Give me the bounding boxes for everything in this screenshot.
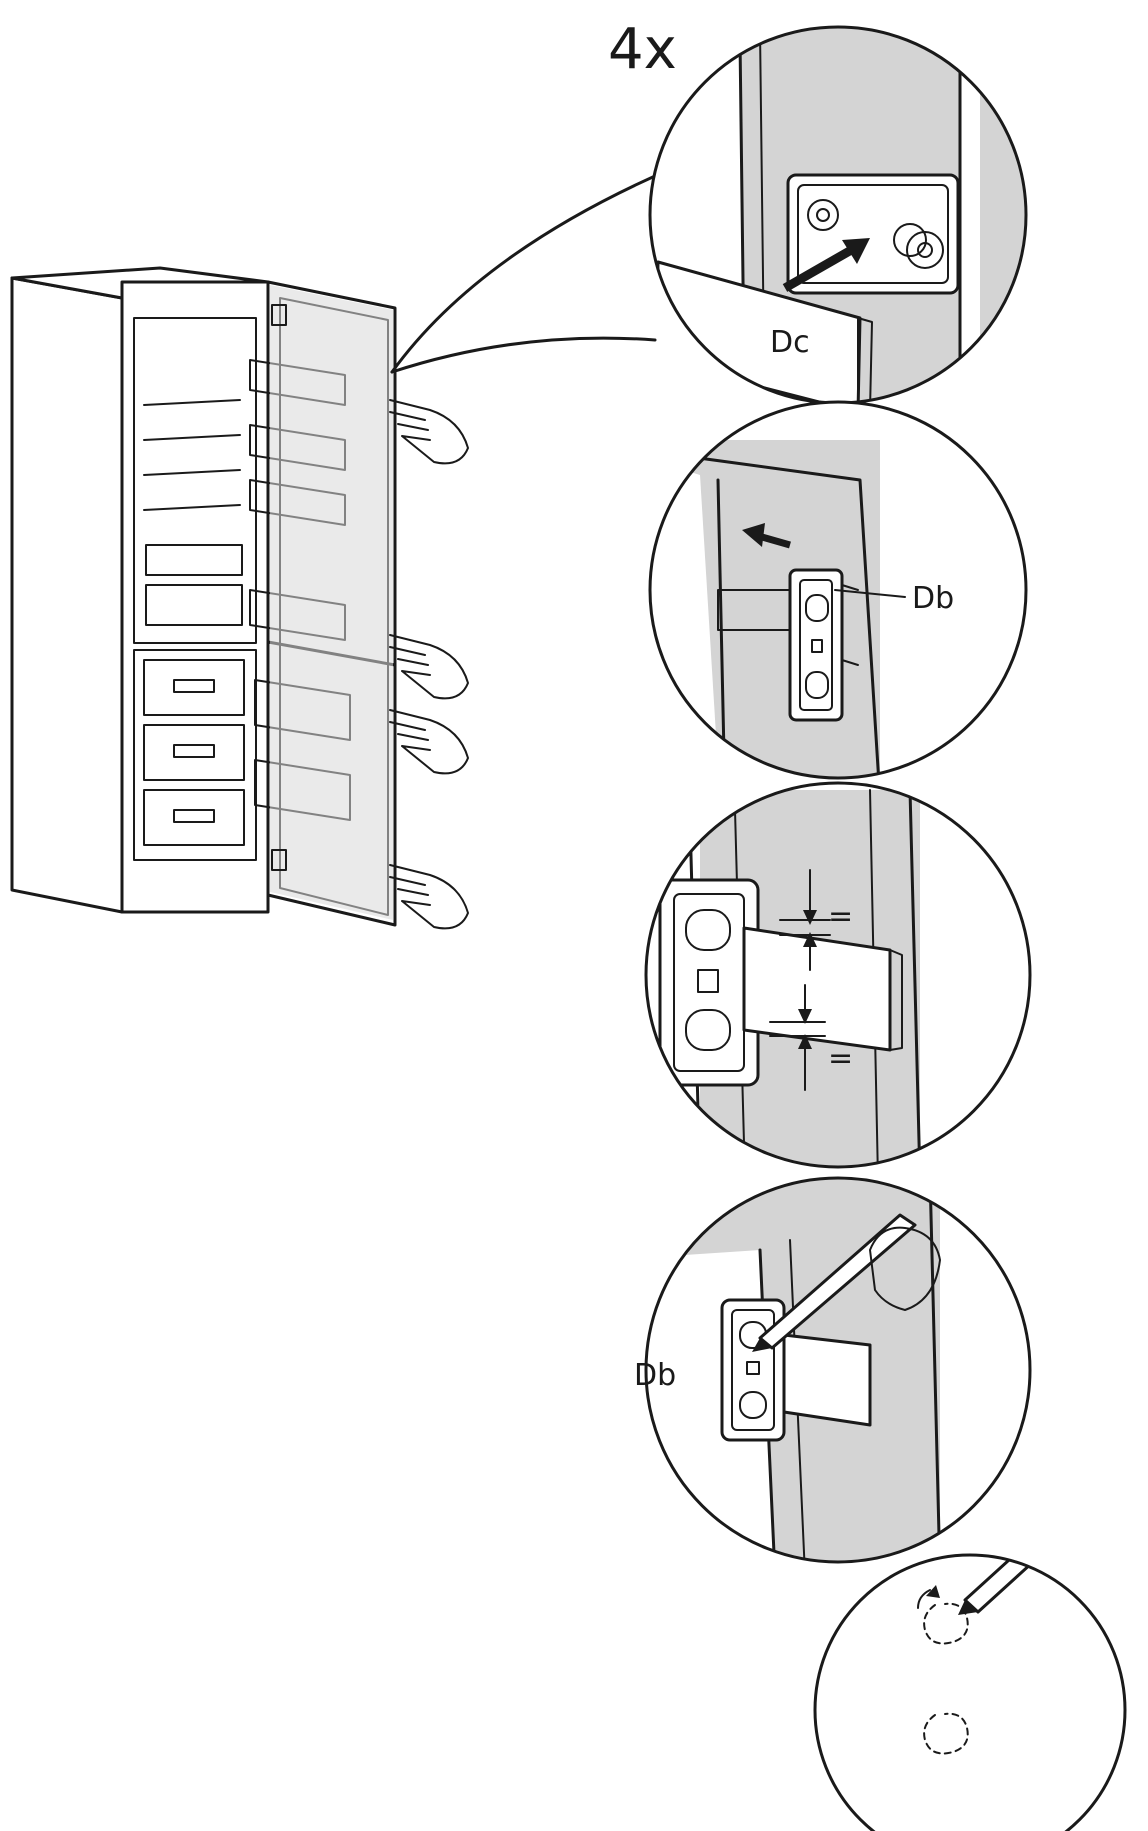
freezer-drawers xyxy=(143,659,245,846)
marked-hole-top xyxy=(923,1602,969,1645)
hand-pointer-1 xyxy=(389,399,469,465)
hand-pointer-4 xyxy=(389,864,469,930)
db-label-bottom: Db xyxy=(634,1358,676,1393)
detail-circle-1: Dc xyxy=(648,25,1028,405)
db-label-top: Db xyxy=(912,581,954,616)
hand-pointer-2 xyxy=(389,634,469,700)
hinge-bottom xyxy=(271,849,287,871)
dc-label: Dc xyxy=(770,325,810,360)
marked-hole-bottom xyxy=(923,1712,969,1755)
cabinet-side xyxy=(10,276,124,914)
quantity-label: 4x xyxy=(608,17,677,82)
rotate-arrow-icon xyxy=(917,1589,931,1609)
freezer-compartment xyxy=(133,649,257,861)
fridge-shelves xyxy=(143,399,243,626)
refrigerator-illustration xyxy=(10,266,397,927)
equal-mark-top: = xyxy=(828,899,853,934)
detail-circle-4: Db xyxy=(634,1176,1032,1564)
hinge-top xyxy=(271,304,287,326)
callout-line-lower xyxy=(390,336,657,374)
db-leader-line xyxy=(834,589,906,598)
hand-pointer-3 xyxy=(389,709,469,775)
hand-holding-pencil xyxy=(869,1226,941,1311)
door-panel-insert xyxy=(742,926,892,1052)
detail-circle-2: Db xyxy=(648,400,1028,780)
hand-pointers xyxy=(389,399,469,930)
callout-line-upper xyxy=(390,163,682,374)
detail-circle-3: = = xyxy=(644,781,1032,1169)
insert-arrow xyxy=(782,241,863,292)
pencil-icon xyxy=(758,1213,917,1350)
equal-mark-bottom: = xyxy=(828,1041,853,1076)
